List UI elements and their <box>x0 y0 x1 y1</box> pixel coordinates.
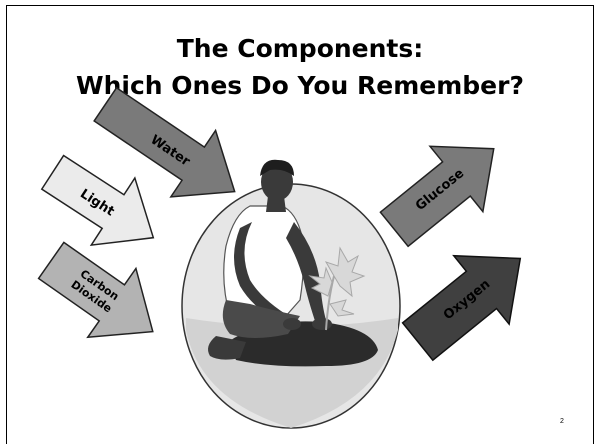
oxygen-arrow: Oxygen <box>390 224 548 375</box>
carbon-dioxide-arrow: Carbon Dioxide <box>27 226 177 366</box>
glucose-arrow: Glucose <box>368 116 520 262</box>
page-number: 2 <box>560 418 564 425</box>
